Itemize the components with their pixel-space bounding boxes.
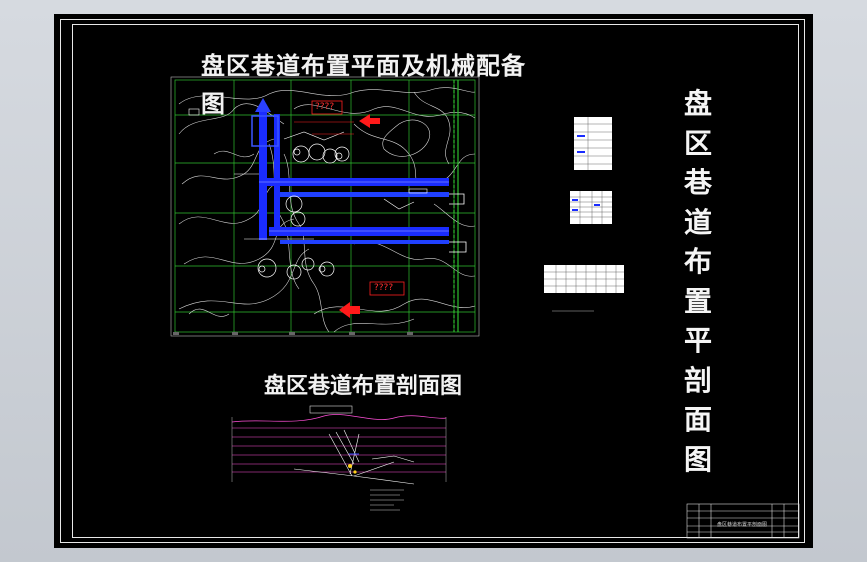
plan-grid [174,79,476,333]
plan-annotation-label: ???? [374,283,394,293]
plan-view-title-continued: 图 [201,89,225,118]
section-view [231,405,447,511]
boundary-lines [453,80,459,332]
legend-tables [544,117,624,312]
title-block [686,503,800,539]
plan-view-title: 盘区巷道布置平面及机械配备 [201,51,526,80]
vertical-title-char: 置 [683,284,712,318]
plan-annotation-label: ???? [315,102,335,112]
vertical-drawing-title: 盘 区 巷 道 布 置 平 剖 面 图 [681,84,715,479]
direction-arrow-icon [339,302,360,318]
plan-view [170,76,480,337]
vertical-title-char: 布 [683,245,712,278]
vertical-title-char: 盘 [683,87,712,120]
drawing-graphics [170,76,800,539]
vertical-title-char: 平 [683,324,712,357]
direction-arrow-icon [359,114,380,128]
drawing-inner-frame [72,24,799,538]
vertical-title-char: 巷 [683,166,712,199]
red-markers [294,100,405,318]
roadways [251,98,449,244]
drawing-outer-frame [60,19,805,543]
section-markers [348,464,357,474]
cad-canvas[interactable]: 盘区巷道布置平面及机械配备 图 [54,14,813,548]
section-view-title: 盘区巷道布置剖面图 [264,373,463,399]
vertical-title-char: 道 [683,205,712,239]
vertical-title-char: 面 [683,403,712,436]
contour-lines [178,87,476,333]
vertical-title-char: 图 [683,442,712,476]
title-block-drawing-name: 盘区巷道布置平剖面图 [717,522,768,528]
vertical-title-char: 剖 [683,363,712,397]
vertical-title-char: 区 [683,126,712,160]
machinery-symbols [257,143,350,280]
coal-seam-lines [232,427,446,473]
